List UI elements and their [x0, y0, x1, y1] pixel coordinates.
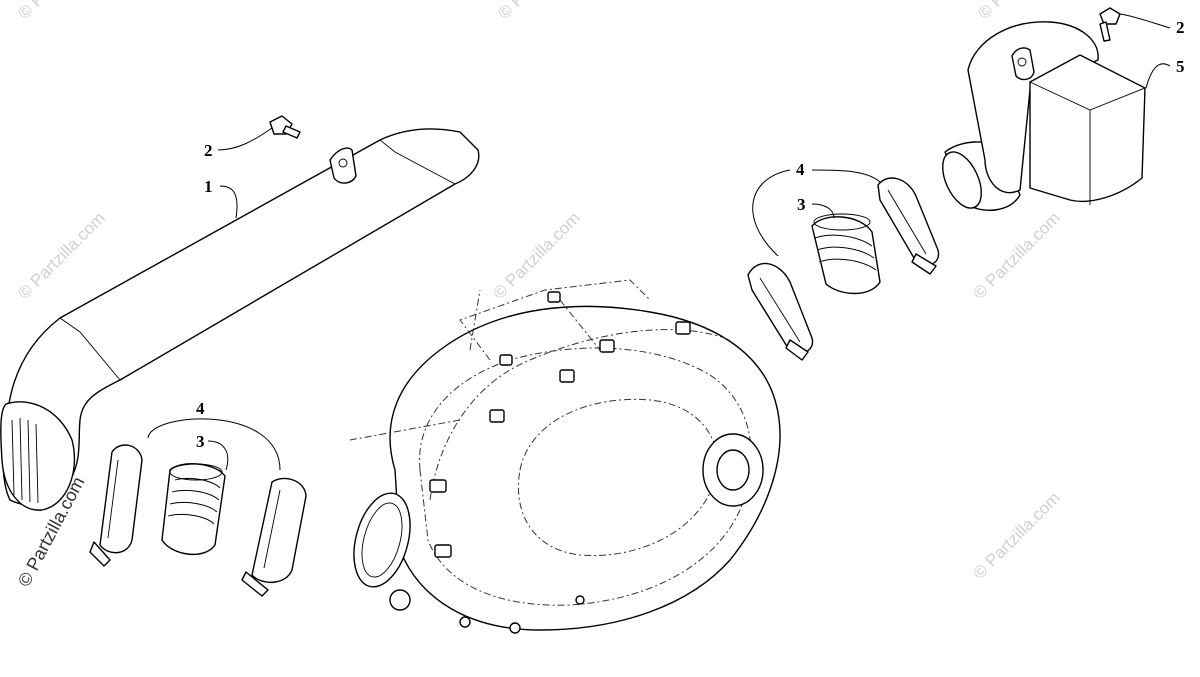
clamp-band-inner	[887, 189, 927, 255]
boot-opening	[169, 463, 223, 481]
bolt-shank	[1099, 21, 1111, 42]
intake-duct-outlet-ribs	[11, 417, 39, 504]
bolt-boss	[499, 354, 513, 366]
boot-rib	[169, 501, 218, 513]
boot-rib	[818, 258, 877, 271]
boot-opening	[813, 213, 871, 231]
bolt-boss	[489, 409, 505, 423]
callout-2-right: 2	[1176, 18, 1185, 37]
callout-3-left: 3	[196, 432, 205, 451]
callout-3-right: 3	[797, 195, 806, 214]
part-4-clamp-left-a	[89, 444, 143, 567]
cvt-bolt-bosses	[389, 291, 691, 634]
callout-4-right: 4	[796, 160, 805, 179]
bolt-boss	[547, 291, 561, 303]
cvt-cover-inner-contour-2	[518, 398, 718, 557]
watermark-text: © Partzilla.com	[969, 208, 1063, 302]
cvt-cover-boss-cap	[716, 449, 750, 491]
bolt-boss	[599, 339, 615, 353]
cvt-cover-inner-contour	[419, 347, 752, 606]
bolt-boss	[429, 479, 447, 493]
leader-line-3-left	[207, 440, 229, 471]
clamp-band-inner	[263, 489, 281, 569]
intake-duct-edge	[59, 139, 456, 381]
part-3-boot-left	[161, 463, 226, 556]
part-5-air-box	[942, 21, 1146, 211]
left-connector-set	[89, 444, 307, 597]
callout-4-left: 4	[196, 399, 205, 418]
leader-line-2-right	[1119, 13, 1171, 29]
callout-5: 5	[1176, 57, 1185, 76]
air-box-cube-edges	[1029, 81, 1146, 205]
leader-line-3-right	[811, 203, 835, 219]
cvt-cover-intake-port	[353, 492, 411, 588]
mount-tab-hole	[338, 158, 348, 168]
callout-2-left: 2	[204, 141, 213, 160]
part-4-clamp-left-b	[241, 477, 307, 597]
air-box-cube	[1029, 54, 1146, 203]
part-1-intake-duct	[0, 128, 480, 511]
leader-line-1	[219, 185, 238, 219]
clamp-latch	[241, 571, 269, 597]
intake-duct-outlet	[0, 401, 76, 511]
clamp-band	[251, 477, 307, 583]
watermark-text: © Partzilla.com	[974, 0, 1068, 23]
watermark-text: © Partzilla.com	[14, 0, 108, 23]
callout-1: 1	[204, 177, 213, 196]
intake-duct-mount-tab	[329, 147, 357, 184]
part-2-bolt-right	[1099, 7, 1121, 42]
watermark-text: © Partzilla.com	[14, 208, 108, 302]
leader-line-5	[1145, 63, 1171, 89]
bolt-boss	[559, 369, 575, 383]
watermark-text: © Partzilla.com	[489, 208, 583, 302]
bolt-boss	[509, 622, 521, 634]
clamp-latch	[785, 339, 809, 361]
cvt-cover-intake-port-inner	[361, 502, 403, 578]
air-box-mount-tab	[1011, 47, 1035, 81]
clamp-band	[877, 177, 940, 266]
watermark-text: © Partzilla.com	[969, 488, 1063, 582]
bolt-head	[1099, 7, 1121, 25]
air-box-outlet-opening	[942, 151, 982, 209]
boot-rib	[171, 489, 220, 501]
watermark-text: © Partzilla.com	[494, 0, 588, 23]
leader-line-4-right	[752, 169, 881, 257]
cvt-cover	[389, 305, 781, 631]
callout-labels: 1 2 4 3 4 3 2 5	[196, 18, 1185, 451]
boot-rib	[814, 234, 873, 247]
leader-lines	[147, 13, 1171, 471]
boot-body	[811, 216, 881, 295]
clamp-band-inner	[107, 459, 119, 539]
part-4-clamp-right-a	[747, 262, 814, 361]
boot-rib	[167, 513, 215, 525]
clamp-latch	[89, 541, 111, 567]
leader-line-4-left	[147, 418, 281, 471]
mount-tab-hole	[1017, 57, 1027, 67]
bolt-boss	[575, 595, 585, 605]
boot-body	[161, 463, 226, 556]
right-connector-set	[747, 177, 940, 361]
clamp-band	[747, 262, 814, 354]
part-2-bolt-left	[269, 115, 301, 139]
clamp-latch	[911, 253, 937, 275]
bolt-boss	[675, 321, 691, 335]
bolt-shank	[282, 125, 301, 139]
clamp-band	[99, 444, 143, 554]
clamp-band-inner	[759, 277, 801, 343]
part-3-boot-right	[811, 213, 881, 295]
cvt-cover-assembly	[349, 279, 781, 634]
part-4-clamp-right-b	[877, 177, 940, 275]
bolt-boss	[389, 589, 411, 611]
boot-rib	[816, 246, 875, 259]
bolt-boss	[459, 616, 471, 628]
bolt-boss	[434, 544, 452, 558]
cvt-cover-mount-frame	[349, 279, 651, 441]
leader-line-2-left	[217, 127, 273, 151]
